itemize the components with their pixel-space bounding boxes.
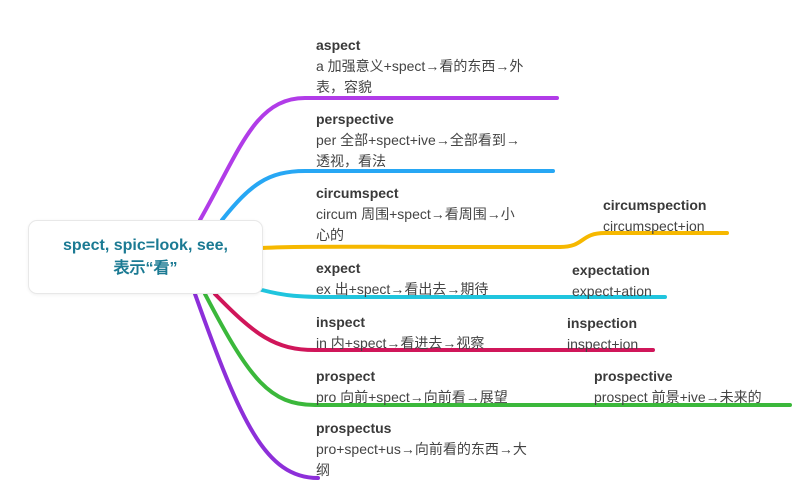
node-desc: ex 出+spect→看出去→期待 — [316, 281, 489, 297]
node-circumspection[interactable]: circumspection circumspect+ion — [603, 195, 706, 237]
node-desc: circumspect+ion — [603, 218, 705, 234]
node-desc: in 内+spect→看进去→视察 — [316, 335, 485, 351]
link-expect — [260, 288, 667, 299]
node-aspect[interactable]: aspect a 加强意义+spect→看的东西→外 表，容貌 — [316, 35, 523, 98]
node-title: perspective — [316, 111, 394, 127]
node-perspective[interactable]: perspective per 全部+spect+ive→全部看到→ 透视，看法 — [316, 109, 520, 172]
node-prospectus[interactable]: prospectus pro+spect+us→向前看的东西→大 纲 — [316, 418, 527, 481]
node-inspection[interactable]: inspection inspect+ion — [567, 313, 638, 355]
node-desc: pro 向前+spect→向前看→展望 — [316, 389, 508, 405]
node-prospect[interactable]: prospect pro 向前+spect→向前看→展望 — [316, 366, 508, 408]
link-aspect — [198, 96, 559, 222]
central-line2: 表示“看” — [113, 260, 178, 277]
node-desc: circum 周围+spect→看周围→小 — [316, 206, 515, 222]
node-expectation[interactable]: expectation expect+ation — [572, 260, 652, 302]
node-desc: prospect 前景+ive→未来的 — [594, 389, 762, 405]
node-desc: inspect+ion — [567, 336, 639, 352]
link-prospect — [203, 292, 792, 407]
node-desc: pro+spect+us→向前看的东西→大 — [316, 441, 527, 457]
node-title: inspect — [316, 314, 366, 330]
central-line1: spect, spic=look, see, — [63, 237, 228, 254]
node-prospective[interactable]: prospective prospect 前景+ive→未来的 — [594, 366, 762, 408]
node-title: prospective — [594, 368, 673, 384]
node-title: circumspection — [603, 197, 707, 213]
node-title: inspection — [567, 315, 638, 331]
node-title: prospect — [316, 368, 376, 384]
node-desc: expect+ation — [572, 283, 652, 299]
node-title: aspect — [316, 37, 361, 53]
node-desc: 纲 — [316, 462, 330, 478]
node-desc: per 全部+spect+ive→全部看到→ — [316, 132, 520, 148]
link-perspective — [220, 169, 555, 222]
node-title: prospectus — [316, 420, 392, 436]
link-prospectus — [193, 292, 320, 480]
node-expect[interactable]: expect ex 出+spect→看出去→期待 — [316, 258, 488, 300]
node-inspect[interactable]: inspect in 内+spect→看进去→视察 — [316, 312, 484, 354]
node-desc: 心的 — [316, 227, 344, 243]
node-title: expect — [316, 260, 361, 276]
node-circumspect[interactable]: circumspect circum 周围+spect→看周围→小 心的 — [316, 183, 515, 246]
node-desc: 表，容貌 — [316, 79, 372, 95]
link-circumspection — [558, 231, 729, 249]
node-title: expectation — [572, 262, 650, 278]
link-inspect — [213, 292, 655, 352]
node-desc: a 加强意义+spect→看的东西→外 — [316, 58, 524, 74]
node-title: circumspect — [316, 185, 399, 201]
node-desc: 透视，看法 — [316, 153, 386, 169]
central-topic[interactable]: spect, spic=look, see, 表示“看” — [28, 220, 263, 294]
link-circumspect — [260, 244, 562, 250]
